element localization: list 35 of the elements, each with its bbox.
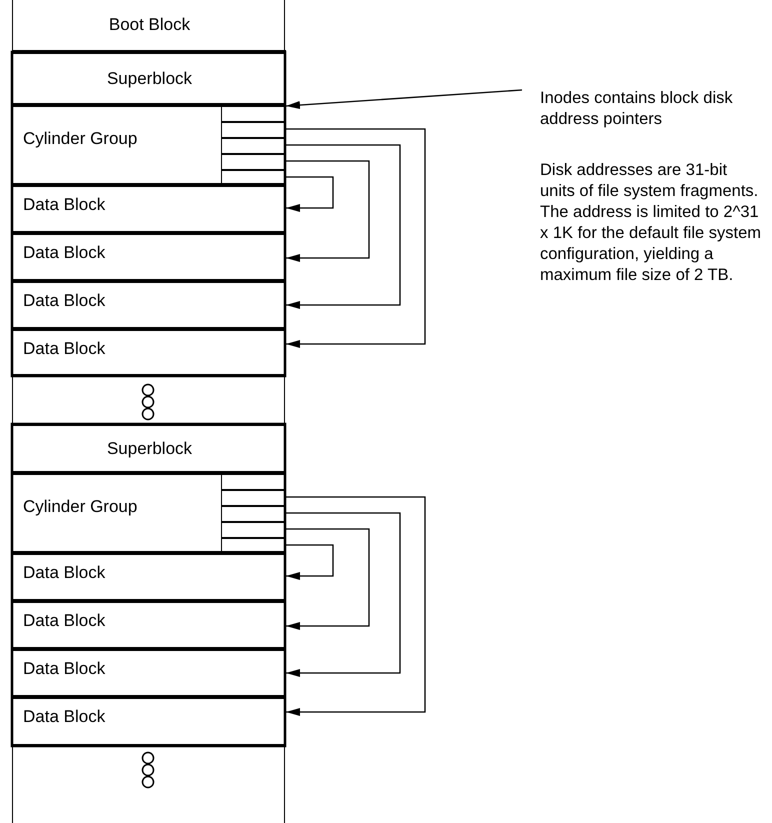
inode-table-row bbox=[221, 107, 286, 123]
data-block-band: Data Block bbox=[13, 553, 286, 601]
inode-table-row bbox=[221, 523, 286, 539]
superblock-band: Superblock bbox=[13, 52, 286, 105]
pointer-arrow bbox=[285, 512, 401, 677]
pointer-arrow bbox=[285, 528, 370, 630]
note-text: Disk addresses are 31-bit units of file system fragments. The address is limited to 2^31 x 1K for the default file system configuration, yielding a maximum file size of 2 TB. bbox=[540, 160, 762, 286]
data-block-band: Data Block bbox=[13, 649, 286, 697]
data-block-band: Data Block bbox=[13, 185, 286, 233]
data-block-band: Data Block bbox=[13, 329, 286, 376]
data-block-band: Data Block bbox=[13, 281, 286, 329]
inode-table-row bbox=[221, 491, 286, 507]
data-block-band: Data Block bbox=[13, 697, 286, 746]
block-label: Cylinder Group bbox=[23, 497, 138, 517]
pointer-arrow bbox=[285, 144, 401, 309]
pointer-arrow bbox=[285, 496, 426, 716]
pointer-arrow bbox=[285, 160, 370, 262]
inode-table-row bbox=[221, 139, 286, 155]
inode-table-row bbox=[221, 123, 286, 139]
boot-block: Boot Block bbox=[13, 0, 286, 52]
pointer-arrow bbox=[285, 544, 334, 580]
inode-table-row bbox=[221, 475, 286, 491]
block-label: Cylinder Group bbox=[23, 129, 138, 149]
disk-column bbox=[12, 0, 285, 823]
cylinder-group-band bbox=[13, 473, 286, 553]
superblock-band: Superblock bbox=[13, 424, 286, 473]
callout-note: Inodes contains block disk address pointers bbox=[540, 88, 765, 130]
inode-table-row bbox=[221, 155, 286, 171]
inode-table-row bbox=[221, 507, 286, 523]
leader-line bbox=[286, 89, 522, 110]
data-block-band: Data Block bbox=[13, 601, 286, 649]
pointer-arrow bbox=[285, 176, 334, 212]
data-block-band: Data Block bbox=[13, 233, 286, 281]
pointer-arrow bbox=[285, 128, 426, 348]
cylinder-group-band bbox=[13, 105, 286, 185]
